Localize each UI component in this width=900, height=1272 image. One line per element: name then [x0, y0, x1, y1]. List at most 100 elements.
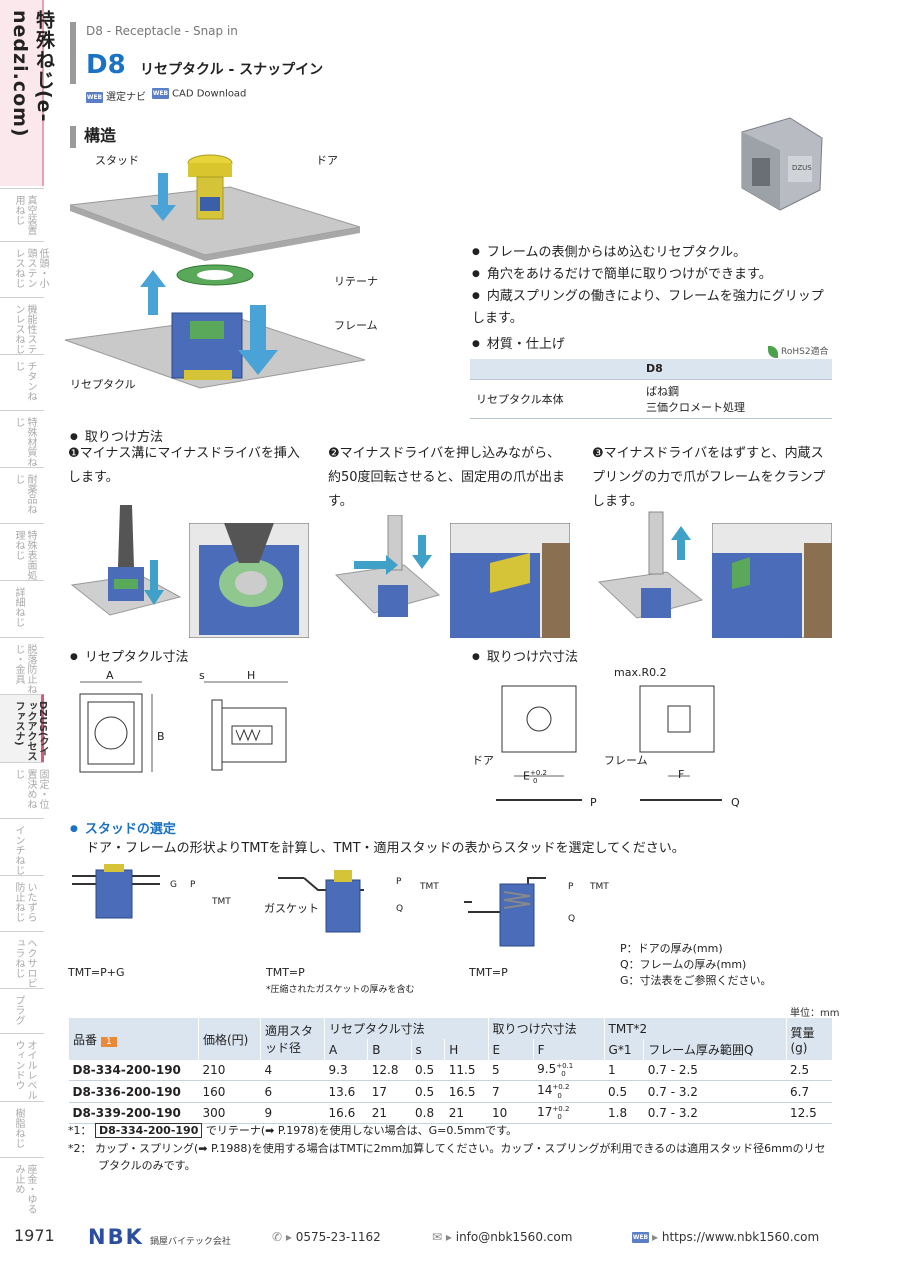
stud-g: G	[170, 880, 177, 890]
col-receptacle: リセプタクル寸法	[324, 1018, 488, 1039]
material-heading: 材質・仕上げ	[472, 333, 565, 356]
sidebar-item-detail[interactable]: 詳細ねじ	[0, 580, 44, 637]
phone-contact[interactable]: ✆ ▸ 0575-23-1162	[272, 1230, 381, 1244]
sidebar-item-dzus[interactable]: DZUS(クイックアクセスファスナ)	[0, 694, 48, 762]
dim-b: B	[157, 730, 165, 743]
stud-diagrams	[72, 864, 546, 947]
col-tmt: TMT*2	[603, 1018, 786, 1039]
phone-icon: ✆ ▸	[272, 1230, 292, 1244]
sidebar-item-positioning[interactable]: 固定・位置決めねじ	[0, 762, 48, 818]
dim-a: A	[106, 669, 114, 682]
stud-q-2: Q	[396, 904, 404, 914]
stud-tmt-1: TMT	[212, 897, 231, 907]
feature-3: 内蔵スプリングの働きにより、フレームを強力にグリップします。	[472, 285, 832, 330]
hole-p: P	[590, 796, 597, 809]
sidebar-item-plug[interactable]: プラグ	[0, 988, 44, 1033]
label-frame: フレーム	[334, 319, 378, 332]
sidebar-item-titanium[interactable]: チタンねじ	[0, 354, 44, 410]
sidebar-item-surface[interactable]: 特殊表面処理ねじ	[0, 523, 44, 580]
formula-1: TMT=P+G	[68, 966, 125, 979]
hole-drawing	[496, 685, 722, 801]
sidebar-item-washer[interactable]: 座金・ゆるみ止め	[0, 1157, 44, 1215]
web-icon: WEB	[632, 1232, 649, 1243]
feature-2: 角穴をあけるだけで簡単に取りつけができます。	[472, 263, 772, 286]
web-icon: WEB	[86, 91, 103, 103]
side-navigation: 特殊ねじ(e-nedzi.com) 真空装置用ねじ 低頭・小頭ステンレスねじ 機…	[0, 0, 55, 1215]
sidebar-item-captive[interactable]: 脱落防止ねじ・金具	[0, 637, 44, 694]
install-zoom-1	[189, 523, 309, 638]
col-hole: 取りつけ穴寸法	[487, 1018, 605, 1039]
stud-tmt-3: TMT	[590, 882, 609, 892]
sidebar-item-resin[interactable]: 樹脂ねじ	[0, 1101, 44, 1157]
stud-tmt-2: TMT	[420, 882, 439, 892]
formula-3: TMT=P	[469, 966, 508, 979]
hole-frame-label: フレーム	[604, 754, 648, 767]
col-stud: 適用スタッド径	[260, 1018, 325, 1060]
hole-q: Q	[731, 796, 740, 809]
install-image-2	[334, 515, 441, 617]
note-1-part-link[interactable]: D8-334-200-190	[95, 1123, 203, 1138]
install-image-1	[70, 505, 182, 616]
sidebar-item-inch[interactable]: インチねじ	[0, 818, 44, 875]
col-price: 価格(円)	[198, 1018, 261, 1060]
structure-diagram	[64, 154, 366, 389]
brand-logo: NBK	[88, 1225, 144, 1249]
sidebar-item-oil-window[interactable]: オイルレベルウィンドウ	[0, 1033, 44, 1101]
feature-1: フレームの表側からはめ込むリセプタクル。	[472, 241, 746, 264]
install-image-3	[597, 511, 704, 619]
sidebar-item-lowhead[interactable]: 低頭・小頭ステンレスねじ	[0, 241, 48, 297]
dimension-drawing	[79, 681, 288, 773]
label-stud: スタッド	[95, 154, 139, 167]
dim-s: s	[199, 669, 205, 682]
legend-g: G：寸法表をご参照ください。	[620, 974, 772, 987]
install-zoom-3	[712, 523, 832, 638]
sidebar-item-hexalobular[interactable]: ヘクサロビュラねじ	[0, 931, 44, 988]
dim-h: H	[247, 669, 256, 682]
install-step-1: ❶マイナス溝にマイナスドライバを挿入します。	[68, 446, 300, 485]
sidebar-item-tamper[interactable]: いたずら防止ねじ	[0, 875, 44, 931]
install-heading: 取りつけ方法	[70, 426, 163, 449]
breadcrumb: D8 - Receptacle - Snap in	[86, 24, 238, 38]
rohs-badge: RoHS2適合	[768, 344, 829, 358]
stud-q-3: Q	[568, 914, 576, 924]
hole-heading: 取りつけ穴寸法	[472, 646, 578, 669]
product-photo: DZUS	[730, 112, 830, 217]
email-contact[interactable]: ✉ ▸ info@nbk1560.com	[432, 1230, 573, 1244]
sidebar-item-chemical[interactable]: 耐薬品ねじ	[0, 467, 44, 523]
gasket-label: ガスケット	[264, 902, 319, 915]
structure-heading: 構造	[70, 122, 116, 148]
dimensions-heading: リセプタクル寸法	[70, 646, 189, 669]
install-zoom-2	[450, 523, 570, 638]
stud-p-3: P	[568, 882, 574, 892]
stud-p-2: P	[396, 877, 402, 887]
hole-f: F	[678, 768, 685, 781]
formula-2: TMT=P	[266, 966, 305, 979]
legend-q: Q：フレームの厚み(mm)	[620, 958, 747, 971]
label-receptacle: リセプタクル	[70, 378, 136, 391]
sidebar-item-vacuum[interactable]: 真空装置用ねじ	[0, 188, 44, 241]
sidebar-top-label: 特殊ねじ(e-nedzi.com)	[9, 10, 55, 138]
website-link[interactable]: WEB▸ https://www.nbk1560.com	[632, 1230, 820, 1244]
label-door: ドア	[316, 154, 338, 167]
leaf-icon	[768, 345, 778, 358]
hole-door-label: ドア	[472, 754, 494, 767]
sidebar-item-special-material[interactable]: 特殊材質ねじ	[0, 410, 44, 467]
sidebar-item-functional[interactable]: 機能性ステンレスねじ	[0, 297, 44, 354]
gasket-note: *圧縮されたガスケットの厚みを含む	[266, 985, 415, 995]
web-icon: WEB	[152, 88, 169, 99]
unit-label: 単位：mm	[790, 1008, 840, 1019]
stud-heading: スタッドの選定	[70, 818, 176, 841]
stud-p-1: P	[190, 880, 196, 890]
badge-1: 1	[101, 1036, 117, 1047]
company-name: 鍋屋バイテック会社	[150, 1237, 231, 1247]
install-step-2: ❷マイナスドライバを押し込みながら、約50度回転させると、固定用の爪が出ます。	[328, 446, 566, 509]
sidebar-top-tab[interactable]: 特殊ねじ(e-nedzi.com)	[0, 0, 55, 186]
stud-description: ドア・フレームの形状よりTMTを計算し、TMT・適用スタッドの表からスタッドを選…	[86, 841, 685, 856]
